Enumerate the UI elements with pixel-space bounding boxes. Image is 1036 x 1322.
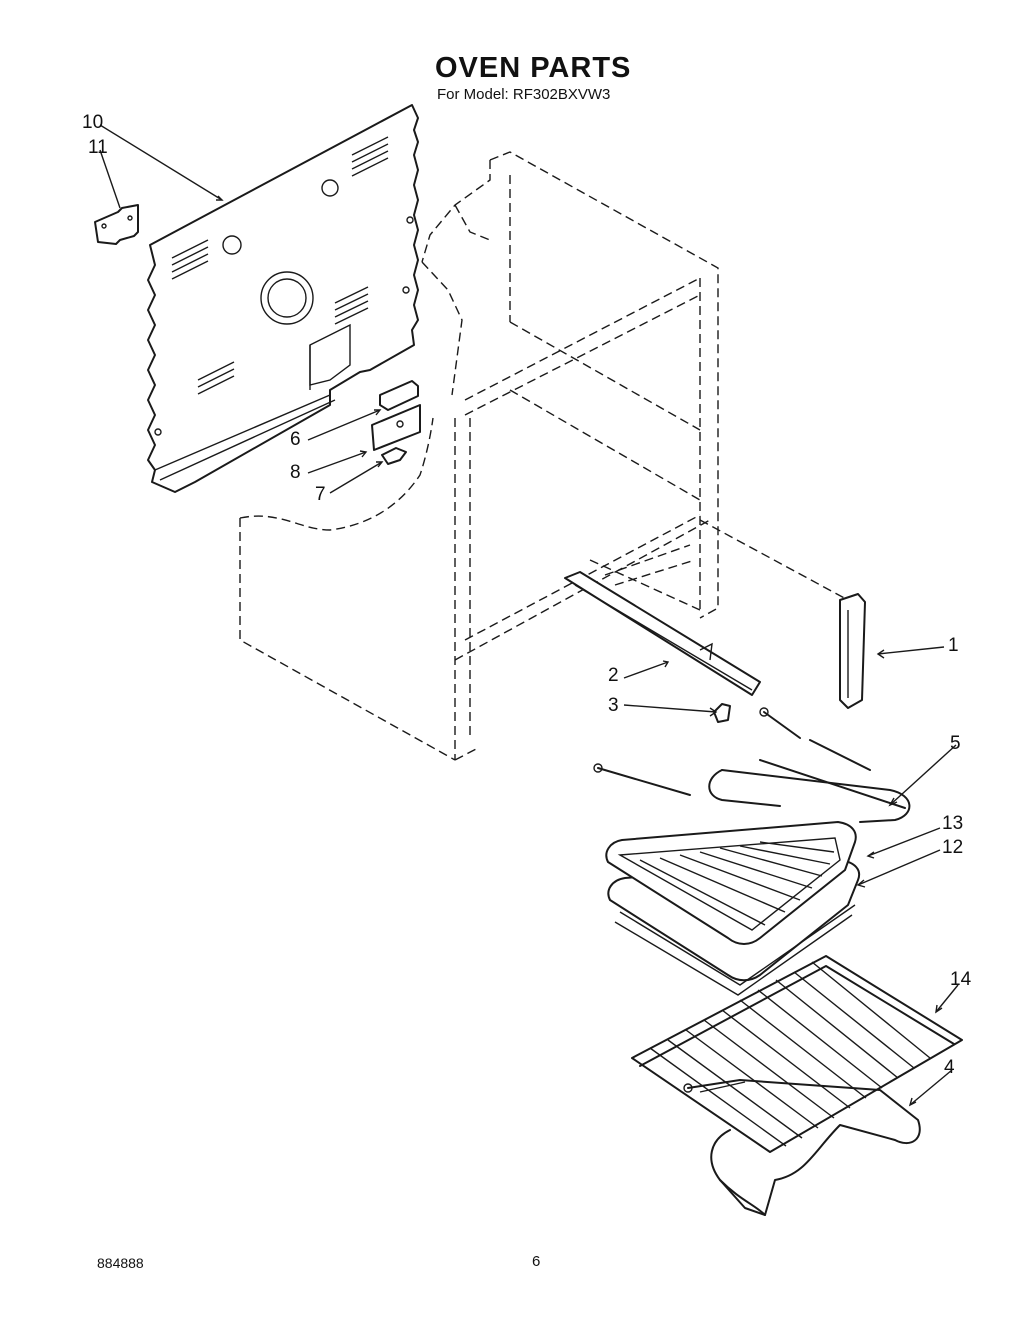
rear-panel — [147, 104, 419, 493]
callout-3: 3 — [608, 695, 619, 716]
callout-5: 5 — [950, 733, 961, 754]
callout-12: 12 — [942, 837, 964, 858]
callout-2: 2 — [608, 665, 619, 686]
callout-11: 11 — [88, 137, 108, 158]
bracket-parts — [371, 380, 421, 465]
page-number: 6 — [532, 1253, 541, 1270]
callout-7: 7 — [315, 484, 326, 505]
page-title: OVEN PARTS — [435, 52, 632, 84]
leader-lines — [99, 124, 959, 1107]
cover-plate-part-11 — [94, 204, 139, 245]
clip-part-3 — [713, 703, 731, 723]
rail-part-2 — [564, 571, 761, 696]
callout-13: 13 — [942, 813, 964, 834]
model-subtitle: For Model: RF302BXVW3 — [437, 86, 611, 103]
callout-6: 6 — [290, 429, 301, 450]
oven-rack-part-14 — [631, 955, 963, 1153]
callout-1: 1 — [948, 635, 959, 656]
broiler-grid-part-13 — [605, 821, 857, 945]
bake-element-part-5 — [593, 707, 911, 823]
side-trim-part-1 — [839, 593, 866, 709]
callout-14: 14 — [950, 969, 972, 990]
footer-code: 884888 — [97, 1255, 144, 1271]
callout-8: 8 — [290, 462, 301, 483]
callout-10: 10 — [82, 112, 104, 133]
broil-element-part-4 — [683, 1079, 921, 1216]
callout-4: 4 — [944, 1057, 955, 1078]
